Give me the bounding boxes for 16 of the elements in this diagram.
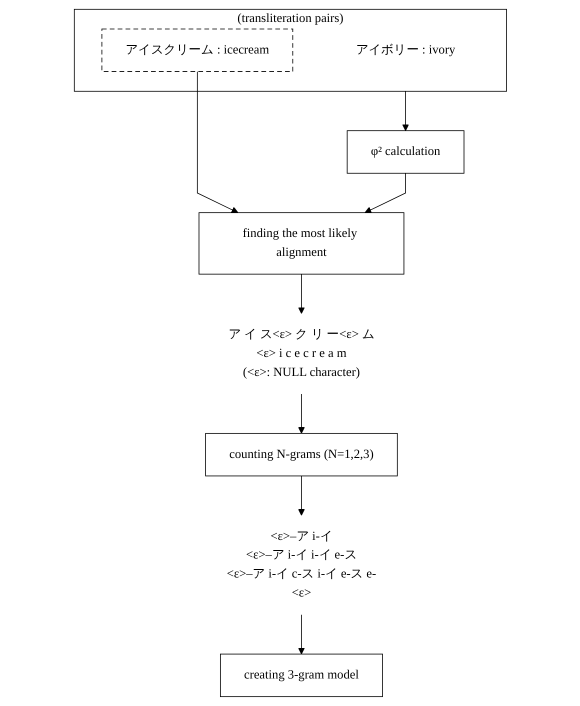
node-box: アイスクリーム : icecream	[101, 28, 293, 72]
node-box: finding the most likely alignment	[198, 212, 404, 275]
node-box: φ² calculation	[346, 130, 464, 174]
arrow	[364, 172, 406, 214]
arrow	[196, 71, 238, 214]
node-text: ア イ ス<ε> ク リ ー<ε> ム <ε> i c e c r e a m	[228, 328, 374, 360]
arrow	[298, 274, 304, 314]
arrow	[298, 614, 304, 654]
node-box: creating 3-gram model	[220, 654, 382, 698]
arrow	[298, 476, 304, 516]
node-text: <ε>–ア i-イ <ε>–ア i-イ i-イ e-ス <ε>–ア i-イ c-ス i-イ e-ス e-<ε>	[226, 530, 376, 600]
arrow	[298, 394, 304, 434]
node-label: (<ε>: NULL character)	[242, 366, 360, 380]
node-text: アイボリー : ivory	[355, 43, 455, 57]
node-box: counting N-grams (N=1,2,3)	[204, 433, 398, 476]
arrow	[402, 90, 409, 132]
